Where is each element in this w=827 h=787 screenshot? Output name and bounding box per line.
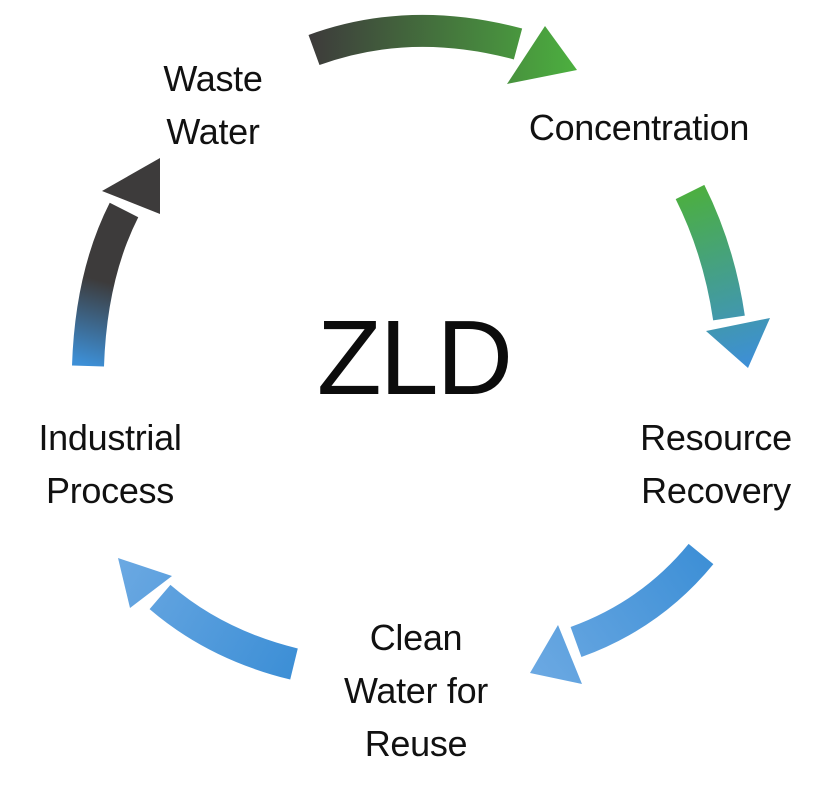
- arrow-clean-water-to-industrial-process: [118, 558, 298, 680]
- arrow-waste-water-to-concentration: [308, 14, 577, 84]
- node-clean-water-for-reuse: Clean Water for Reuse: [344, 617, 488, 764]
- node-resource-recovery: Resource Recovery: [640, 417, 792, 511]
- node-concentration: Concentration: [528, 107, 750, 148]
- node-waste-water: Waste Water: [163, 58, 263, 152]
- arrow-industrial-process-to-waste-water: [72, 158, 160, 367]
- arrow-concentration-to-resource-recovery: [675, 184, 770, 368]
- arrow-resource-recovery-to-clean-water: [530, 543, 714, 684]
- node-industrial-process: Industrial Process: [38, 417, 182, 511]
- center-label-zld: ZLD: [316, 299, 513, 417]
